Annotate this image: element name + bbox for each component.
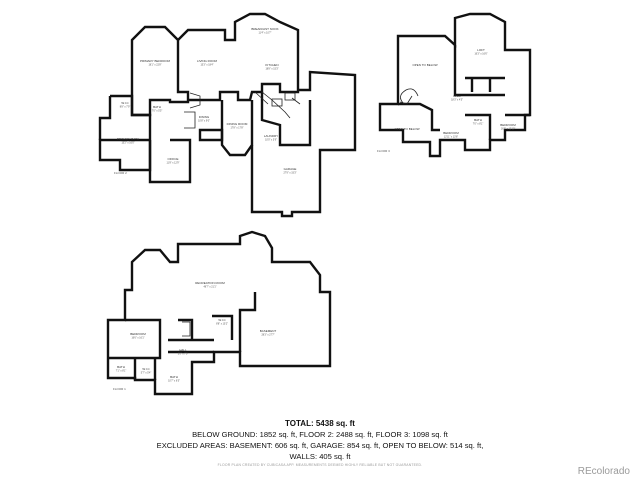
room-dim-garage: 27'9" x 33'3" (283, 172, 296, 175)
room-name-primary-bedroom: PRIMARY BEDROOM (140, 59, 170, 63)
room-dim-bedroom-up-2: 16'0" x 12'10" (501, 128, 516, 131)
room-dim-basement: 28'3" x 27'7" (261, 334, 274, 337)
room-name-wic: W.I.C (121, 101, 129, 105)
floor-1-plan: FLOOR 1 (106, 230, 332, 396)
room-dim-dining: 10'8" x 9'0" (198, 120, 210, 123)
room-name-hall-down: HALL (179, 348, 187, 352)
floor-2-plan: FLOOR 2 (98, 12, 357, 218)
room-dim-living-room: 15'3" x 18'4" (200, 64, 213, 67)
disclaimer: FLOOR PLAN CREATED BY CUBICASA APP. MEAS… (217, 463, 423, 467)
room-dim-bath-down-2: 10'7" x 6'5" (168, 380, 180, 383)
room-name-hall: HALL (453, 94, 461, 98)
room-dim-wic: 8'8" x 7'9" (120, 106, 131, 109)
watermark-logo: REcolorado (577, 466, 630, 477)
floor-3-label: FLOOR 3 (377, 149, 390, 153)
room-name-bath-down-2: BATH (170, 375, 178, 379)
room-dim-recreation-room: 48'7" x 21'1" (203, 286, 216, 289)
room-name-open-below-2: OPEN TO BELOW (394, 127, 419, 131)
room-dim-wic-down-2: 8'8" x 10'2" (216, 323, 228, 326)
walls-area: WALLS: 405 sq. ft (289, 452, 351, 461)
room-dim-bedroom-up-1: 12'11" x 13'8" (444, 136, 458, 139)
room-dim-bedroom-down: 16'6" x 16'1" (131, 337, 144, 340)
room-name-wic-down-2: W.I.C (218, 318, 226, 322)
room-name-basement: BASEMENT (260, 329, 277, 333)
room-name-garage: GARAGE (284, 167, 297, 171)
room-name-breakfast-nook: BREAKFAST NOOK (251, 27, 278, 31)
room-name-kitchen: KITCHEN (265, 63, 278, 67)
room-dim-breakfast-nook: 11'4" x 10'7" (259, 32, 272, 35)
room-name-bath-up: BATH (474, 118, 482, 122)
room-name-primary-bath: PRIMARY BATH (117, 137, 139, 141)
room-name-loft: LOFT (477, 48, 485, 52)
room-name-living-room: LIVING ROOM (197, 59, 218, 63)
room-dim-hall-down: 3'0" x 7'0" (178, 353, 189, 356)
room-dim-office: 11'8" x 12'9" (167, 162, 180, 165)
room-name-bath-main: BATH (153, 105, 161, 109)
excluded-areas: EXCLUDED AREAS: BASEMENT: 606 sq. ft, GA… (156, 441, 484, 450)
room-dim-primary-bath: 15'2" x 16'0" (121, 142, 134, 145)
room-dim-hall: 18'3" x 4'5" (451, 99, 463, 102)
room-dim-bath-down: 7'1" x 8'1" (116, 370, 127, 373)
room-name-dining-room: DINING ROOM (227, 122, 248, 126)
room-name-wic-down: W.I.C (142, 367, 150, 371)
floor-1-label: FLOOR 1 (113, 387, 126, 391)
room-name-bedroom-up-2: BEDROOM (500, 123, 516, 127)
room-name-bath-down: BATH (117, 365, 125, 369)
room-name-recreation-room: RECREATION ROOM (195, 281, 225, 285)
room-name-bedroom-down: BEDROOM (130, 332, 146, 336)
room-dim-bath-up: 7'0" x 8'1" (473, 123, 484, 126)
room-name-dining: DINING (199, 115, 210, 119)
room-dim-laundry: 10'0" x 5'9" (265, 139, 277, 142)
room-dim-loft: 16'3" x 16'6" (474, 53, 487, 56)
room-name-bedroom-up-1: BEDROOM (443, 131, 459, 135)
room-dim-dining-room: 17'8" x 17'8" (230, 127, 243, 130)
floor-area-breakdown: BELOW GROUND: 1852 sq. ft, FLOOR 2: 2488… (192, 430, 448, 439)
room-name-office: OFFICE (168, 157, 179, 161)
room-dim-kitchen: 18'8" x 15'3" (265, 68, 278, 71)
floor-3-plan: FLOOR 3 (377, 12, 532, 158)
total-area: TOTAL: 5438 sq. ft (285, 419, 355, 428)
room-dim-primary-bedroom: 18'1" x 22'8" (148, 64, 161, 67)
room-dim-wic-down: 5'7" x 5'4" (141, 372, 152, 375)
room-name-laundry: LAUNDRY (264, 134, 278, 138)
room-name-open-below-1: OPEN TO BELOW (412, 63, 437, 67)
room-dim-bath-main: 7'0" x 5'5" (152, 110, 163, 113)
floor-2-label: FLOOR 2 (114, 171, 127, 175)
